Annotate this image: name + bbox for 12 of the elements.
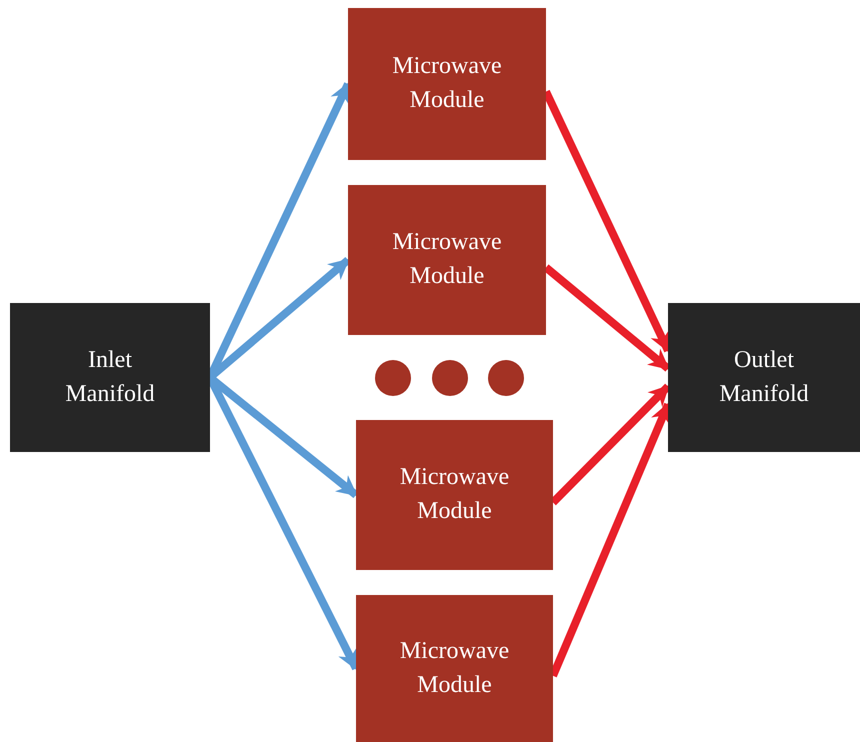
module-box	[348, 185, 546, 335]
node-label: Microwave Module	[398, 636, 510, 700]
node-label: Microwave Module	[391, 52, 503, 115]
manifold-box	[10, 303, 210, 452]
module-box	[348, 8, 546, 160]
manifold-box	[668, 303, 860, 452]
node-label: Outlet Manifold	[718, 346, 810, 408]
node-label: Inlet Manifold	[64, 346, 156, 408]
module-box	[356, 420, 553, 570]
node-label: Microwave Module	[398, 463, 510, 526]
module-box	[356, 595, 553, 742]
node-label: Microwave Module	[391, 228, 503, 291]
